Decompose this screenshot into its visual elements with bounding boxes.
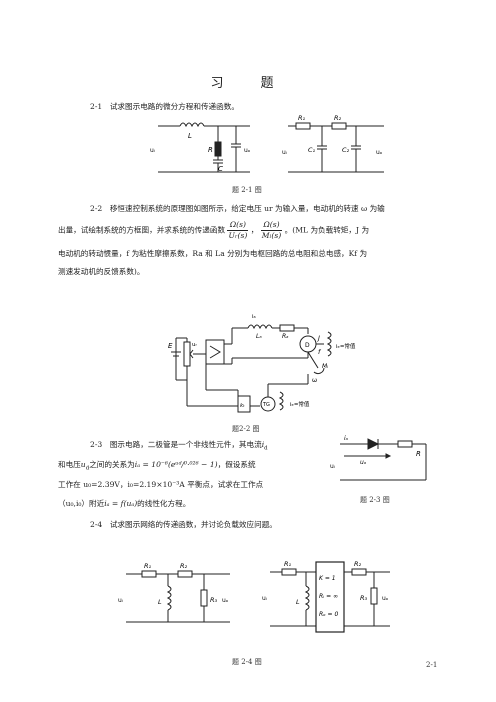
label-D: D (305, 342, 310, 349)
problem-2-3-line4-pre: （u₀,i₀）附近 (58, 499, 105, 508)
problem-2-4-text: 2-4 试求图示网络的传递函数，并讨论负载效应问题。 (90, 520, 277, 529)
label-f: f (318, 348, 322, 356)
label-C: C (218, 165, 223, 173)
problem-2-3-line1-text: 2-3 图示电路，二极管是一个非线性元件，其电流 (90, 440, 262, 449)
label-ui: uᵢ (118, 597, 123, 604)
label-R2: R₂ (354, 560, 362, 568)
label-Ro: Rₒ = 0 (319, 611, 338, 618)
figure-caption-2-2: 题2-2 图 (232, 425, 260, 433)
label-L: L (158, 598, 162, 606)
problem-2-3-line2: 和电压ud之间的关系为iₐ = 10⁻⁶(eᵘᵈ/⁰·⁰²⁶ − 1)，假设系统 (58, 456, 256, 478)
label-ui: uᵢ (150, 147, 155, 154)
label-ui: uᵢ (330, 463, 335, 470)
diode-equation: iₐ = 10⁻⁶(eᵘᵈ/⁰·⁰²⁶ − 1) (134, 460, 218, 469)
problem-2-2-line2: 出量，试绘制系统的方框图，并求系统的传递函数 Ω(s) Uᵣ(s) ， Ω(s)… (58, 220, 369, 241)
transfer-function-2: Ω(s) Mₗ(s) (260, 220, 283, 241)
figure-caption-2-3: 题 2-3 图 (360, 496, 390, 504)
problem-2-2-line2-post: 。(ML 为负载转矩，J 为 (284, 225, 370, 235)
problem-2-3-line2-pre: 和电压 (58, 460, 81, 469)
label-uo: uₒ (382, 595, 389, 602)
label-ia: iₐ (252, 314, 256, 320)
var-i: i (261, 440, 265, 449)
label-id: iₐ (344, 435, 349, 442)
problem-2-2-line1: 2-2 移恒速控制系统的原理图如图所示，给定电压 ur 为输入量，电动机的转速 … (90, 204, 385, 213)
label-R: R (208, 146, 213, 154)
label-L: L (296, 598, 300, 606)
problem-2-3-line4: （u₀,i₀）附近iₐ = f(uₐ)的线性化方程。 (58, 495, 190, 512)
problem-2-1-text: 2-1 试求图示电路的微分方程和传递函数。 (90, 102, 239, 111)
tf1-numerator: Ω(s) (227, 220, 249, 231)
network-2-4-left: R₁ R₂ L R₃ uᵢ uₒ (118, 562, 230, 623)
label-R3: R₃ (360, 594, 368, 602)
label-R2: R₂ (334, 114, 342, 122)
label-Ra: Rₐ (282, 333, 289, 340)
tf2-denominator: Mₗ(s) (261, 231, 282, 240)
problem-2-3-line1: 2-3 图示电路，二极管是一个非线性元件，其电流id (90, 436, 268, 458)
label-J: J (316, 334, 320, 342)
var-u-sub: d (85, 465, 90, 472)
label-La: Lₐ (256, 333, 262, 340)
circuit-2-1-left: L R C uᵢ uₒ (150, 122, 251, 173)
label-ur: uᵣ (192, 342, 197, 348)
label-R: R (416, 450, 421, 458)
transfer-function-1: Ω(s) Uᵣ(s) (227, 220, 249, 241)
problem-2-3-line4-post: 的线性化方程。 (137, 499, 191, 508)
label-ui: uᵢ (282, 149, 287, 156)
label-C2: C₂ (342, 146, 350, 154)
problem-2-2-line2-pre: 出量，试绘制系统的方框图，并求系统的传递函数 (58, 225, 226, 235)
label-uo: uₒ (376, 149, 383, 156)
linearization-eq: iₐ = f(uₐ) (104, 499, 138, 508)
label-R1: R₁ (144, 562, 152, 570)
problem-2-3-line2-post: ，假设系统 (217, 460, 256, 469)
label-ud: uₐ (360, 459, 367, 466)
problem-2-2-line3: 电动机的转动惯量，f 为粘性摩擦系数，Ra 和 La 分别为电枢回路的总电阻和总… (58, 249, 368, 258)
label-kt: kₜ (240, 403, 245, 409)
label-if2: iₑ=常值 (290, 400, 310, 408)
problem-2-2-line4: 测速发动机的反馈系数)。 (58, 267, 145, 276)
label-uo: uₒ (222, 597, 229, 604)
figure-caption-2-1: 题 2-1 图 (232, 186, 262, 194)
label-R2: R₂ (180, 562, 188, 570)
label-R3: R₃ (210, 596, 218, 604)
label-ui: uᵢ (262, 595, 267, 602)
label-K: K = 1 (319, 575, 336, 582)
problem-2-3-line2-mid: 之间的关系为 (89, 460, 135, 469)
var-u: u (80, 460, 86, 469)
label-E: E (168, 342, 173, 350)
problem-2-3-line3: 工作在 u₀=2.39V，i₀=2.19×10⁻³A 平衡点，试求在工作点 (58, 480, 264, 489)
network-2-4-right: R₁ L K = 1 Rᵢ = ∞ Rₒ = 0 R₂ R₃ uᵢ uₒ (262, 560, 390, 633)
tf-separator: ， (250, 225, 259, 235)
tf2-numerator: Ω(s) (260, 220, 283, 231)
var-i-sub: d (264, 445, 268, 452)
page-title: 习 题 (210, 76, 286, 91)
label-w: ω (312, 377, 317, 384)
control-system-diagram-2-2: E uᵣ iₐ Lₐ Rₐ D J f Mₗ ω iₑ=常值 kₜ TG iₑ=… (168, 314, 356, 413)
label-L: L (188, 132, 192, 140)
diode-circuit-2-3: iₐ uₐ R uᵢ (330, 435, 427, 481)
label-ML: Mₗ (322, 363, 328, 370)
label-R1: R₁ (284, 560, 292, 568)
label-TG: TG (262, 402, 270, 408)
label-C1: C₁ (308, 146, 316, 154)
label-R1: R₁ (298, 114, 306, 122)
circuit-2-1-right: R₁ R₂ C₁ C₂ uᵢ uₒ (282, 114, 384, 173)
label-uo: uₒ (244, 147, 251, 154)
figure-caption-2-4: 题 2-4 图 (232, 658, 262, 666)
page-number: 2-1 (426, 661, 438, 669)
label-Ri: Rᵢ = ∞ (319, 593, 338, 600)
tf1-denominator: Uᵣ(s) (228, 231, 248, 240)
label-if1: iₑ=常值 (336, 342, 356, 350)
